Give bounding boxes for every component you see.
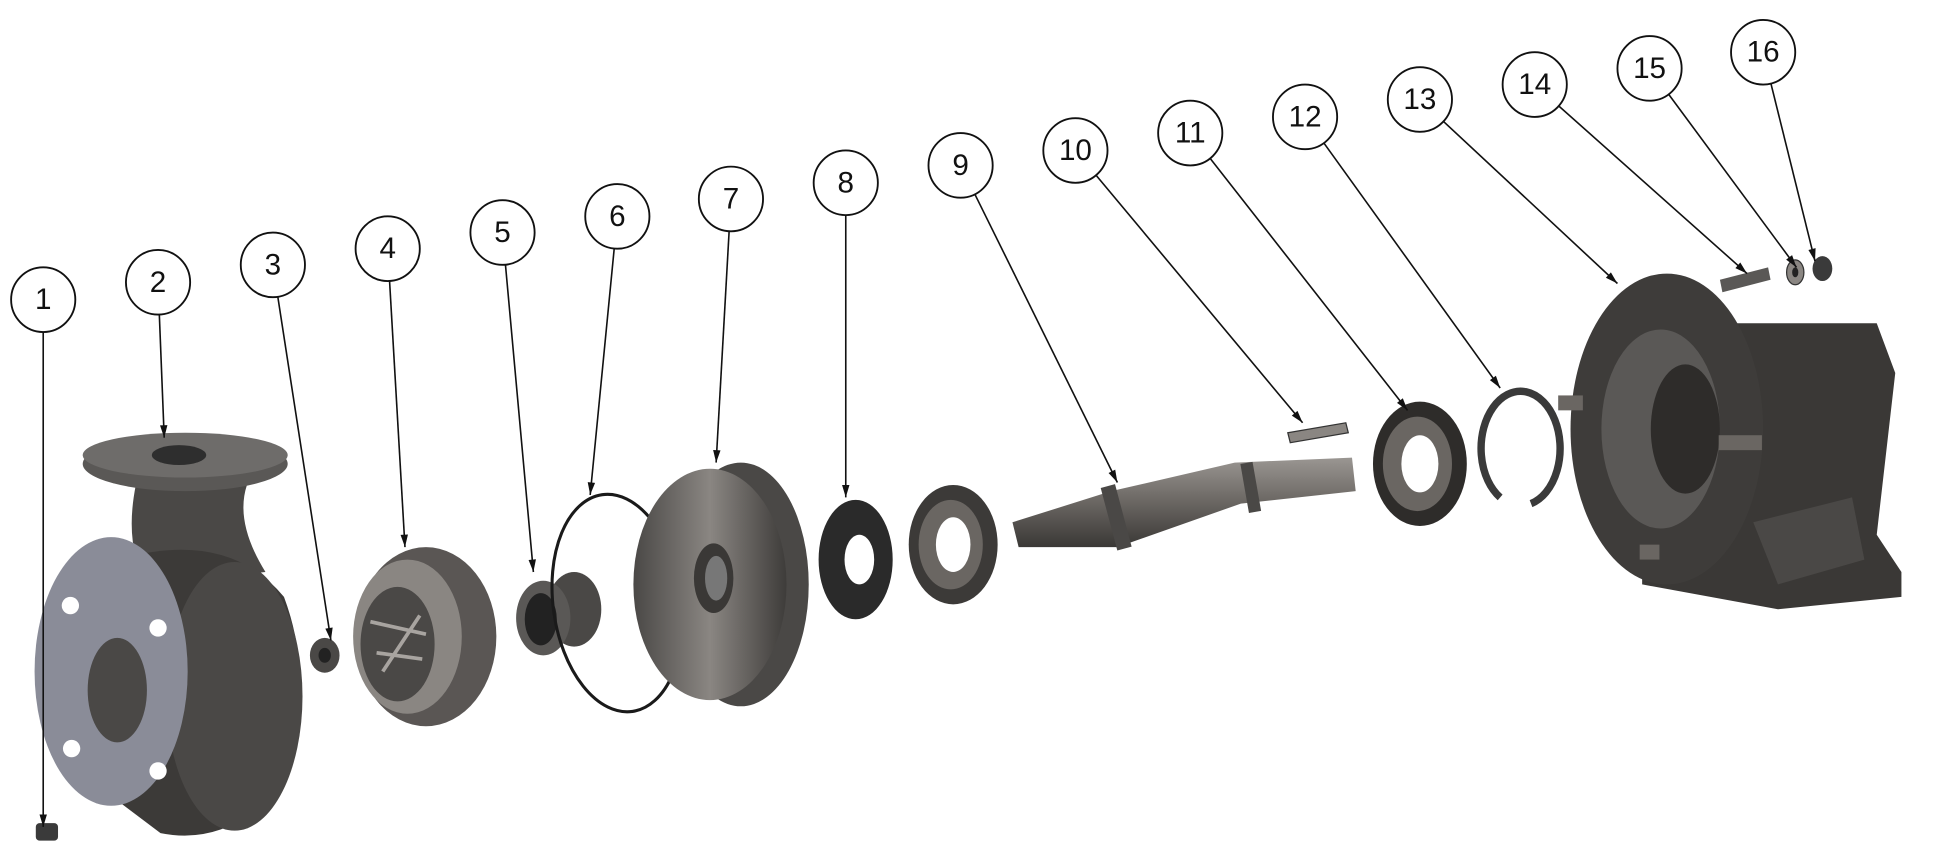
balloon-circle	[354, 215, 421, 282]
part-bearing-front	[908, 484, 998, 605]
balloon-2: 2	[125, 249, 192, 438]
balloon-1: 1	[10, 266, 77, 827]
balloon-14: 14	[1501, 51, 1748, 275]
balloon-label: 12	[1289, 100, 1322, 133]
part-13-bearing-housing	[1558, 273, 1902, 610]
balloon-label: 9	[952, 149, 968, 182]
balloon-label: 1	[35, 283, 51, 316]
arrowhead-icon	[528, 559, 536, 572]
balloon-circle	[1501, 51, 1568, 118]
leader-line	[277, 296, 332, 641]
balloon-16: 16	[1730, 18, 1816, 262]
balloon-circle	[239, 231, 306, 299]
balloon-label: 4	[379, 232, 395, 265]
balloon-circle	[1042, 117, 1109, 184]
balloon-circle	[1616, 35, 1683, 102]
part-16-nut	[1812, 256, 1833, 282]
arrowhead-icon	[1489, 375, 1501, 388]
part-5-mechanical-seal	[516, 572, 602, 656]
balloon-label: 16	[1747, 36, 1780, 69]
arrowhead-icon	[400, 534, 408, 548]
balloon-circle	[584, 183, 651, 250]
balloon-6: 6	[584, 183, 651, 495]
balloon-circle	[1386, 66, 1453, 133]
balloon-label: 3	[265, 248, 281, 281]
parts-layer	[34, 256, 1902, 841]
part-3-impeller-nut	[309, 637, 340, 673]
part-1-drain-plug	[35, 823, 59, 841]
balloon-13: 13	[1386, 66, 1618, 285]
arrowhead-icon	[1108, 469, 1118, 483]
balloon-circle	[1730, 18, 1797, 86]
part-7-back-plate	[633, 462, 809, 707]
leader-line	[1770, 83, 1816, 262]
balloon-circle	[10, 266, 77, 333]
leader-line	[1442, 120, 1618, 285]
leader-line	[1095, 174, 1304, 424]
arrowhead-icon	[1786, 255, 1797, 268]
balloon-label: 2	[150, 266, 166, 299]
arrowhead-icon	[842, 484, 850, 498]
part-15-washer	[1785, 259, 1805, 286]
leader-line	[388, 280, 406, 548]
part-11-bearing	[1372, 401, 1467, 526]
part-12-circlip	[1477, 387, 1564, 508]
balloon-4: 4	[354, 215, 421, 548]
arrowhead-icon	[1808, 248, 1816, 262]
leader-line	[1558, 105, 1748, 275]
arrowhead-icon	[1605, 272, 1618, 284]
arrowhead-icon	[713, 449, 721, 463]
balloon-8: 8	[812, 149, 879, 498]
leader-line	[1209, 157, 1409, 411]
arrowhead-icon	[1396, 398, 1408, 411]
balloon-7: 7	[697, 165, 764, 463]
balloon-label: 8	[838, 166, 854, 199]
arrowhead-icon	[1291, 410, 1303, 423]
balloon-label: 6	[609, 200, 625, 233]
balloon-11: 11	[1157, 99, 1409, 411]
balloon-circle	[1272, 83, 1339, 151]
balloon-circle	[812, 149, 879, 217]
balloon-circle	[697, 165, 764, 233]
leader-line	[504, 264, 535, 573]
leader-line	[589, 248, 616, 495]
arrowhead-icon	[587, 482, 596, 495]
balloon-label: 14	[1518, 68, 1551, 101]
part-9-shaft	[1012, 457, 1356, 551]
balloon-circle	[1157, 99, 1224, 167]
balloon-3: 3	[239, 231, 333, 641]
balloon-10: 10	[1042, 117, 1304, 424]
balloon-9: 9	[927, 132, 1119, 483]
part-14-stud	[1719, 267, 1771, 293]
balloon-label: 15	[1633, 52, 1666, 85]
balloon-circle	[125, 249, 192, 316]
leader-line	[974, 193, 1119, 483]
balloon-label: 10	[1059, 134, 1092, 167]
part-2-pump-casing	[34, 432, 303, 836]
balloon-5: 5	[469, 199, 536, 573]
arrowhead-icon	[1735, 262, 1748, 274]
leader-line	[715, 231, 730, 463]
balloon-12: 12	[1272, 83, 1501, 389]
balloon-label: 13	[1403, 83, 1436, 116]
part-4-impeller	[353, 547, 497, 727]
balloon-circle	[927, 132, 994, 199]
leader-line	[1323, 142, 1501, 389]
arrowhead-icon	[325, 627, 333, 641]
balloon-label: 11	[1175, 116, 1206, 149]
balloon-circle	[469, 199, 536, 266]
part-10-key	[1287, 422, 1350, 444]
leader-line	[1668, 93, 1798, 268]
balloon-label: 5	[494, 216, 510, 249]
arrowhead-icon	[39, 814, 47, 827]
arrowhead-icon	[160, 425, 168, 438]
part-8-washer	[818, 499, 893, 620]
leader-line	[158, 314, 166, 438]
balloon-15: 15	[1616, 35, 1798, 268]
balloon-label: 7	[723, 182, 739, 215]
